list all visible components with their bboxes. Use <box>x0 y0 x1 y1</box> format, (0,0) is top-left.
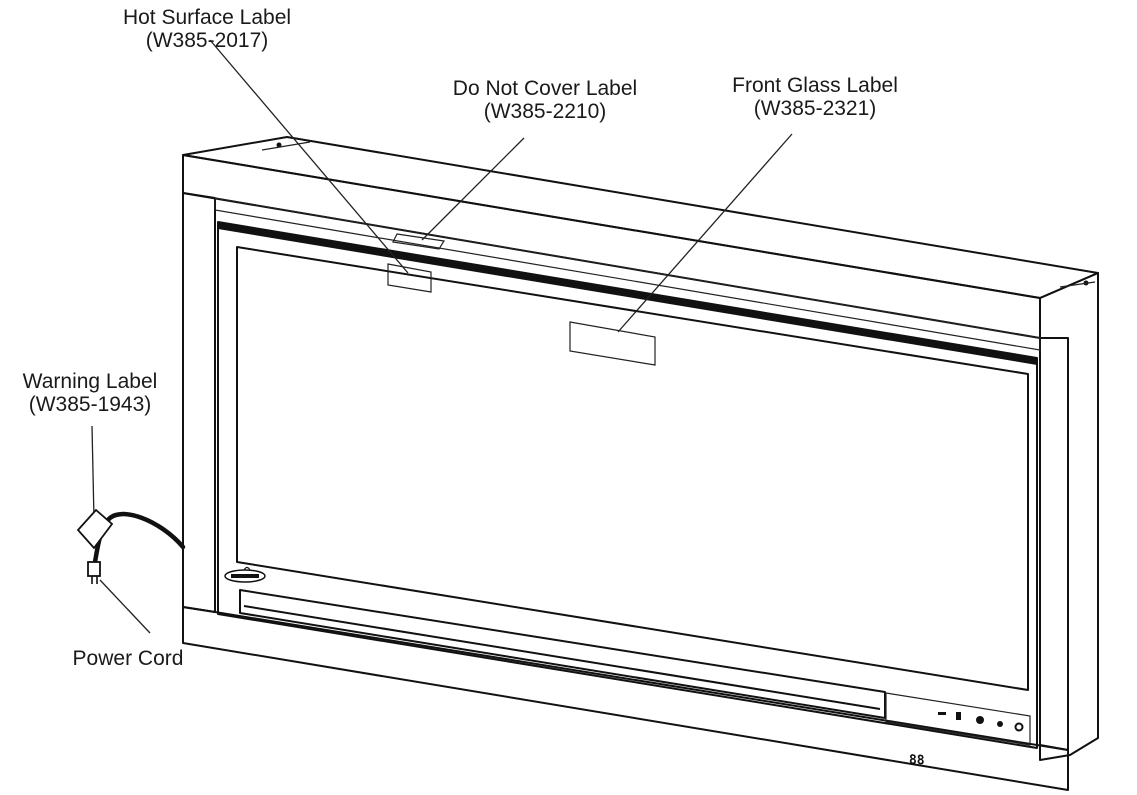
vent-line <box>243 605 881 710</box>
control-flame-icon <box>956 712 961 720</box>
control-heat-icon <box>997 721 1003 727</box>
callout-power-cord-name: Power Cord <box>72 647 184 670</box>
front-top-bar <box>182 154 1041 339</box>
brand-logo <box>224 566 266 583</box>
callout-do-not-cover-part: (W385-2210) <box>483 100 607 123</box>
callout-front-glass: Front Glass Label (W385-2321) <box>690 74 940 120</box>
callout-front-glass-name: Front Glass Label <box>732 74 898 97</box>
control-power-icon <box>976 716 984 724</box>
callout-hot-surface-name: Hot Surface Label <box>122 6 292 29</box>
warning-tag <box>76 508 114 550</box>
control-light-icon <box>1014 722 1024 732</box>
control-minus-icon <box>938 712 946 715</box>
leader-front-glass <box>617 133 793 333</box>
front-glass-label-patch <box>569 321 656 366</box>
callout-hot-surface-part: (W385-2017) <box>145 29 269 52</box>
firebox-top-edge <box>218 222 1037 365</box>
callout-do-not-cover: Do Not Cover Label (W385-2210) <box>410 77 680 123</box>
callout-hot-surface: Hot Surface Label (W385-2017) <box>82 6 332 52</box>
box-top-surface <box>182 136 1099 299</box>
plug-icon <box>87 561 101 584</box>
callout-warning: Warning Label (W385-1943) <box>0 370 180 416</box>
screw-hole <box>276 142 282 148</box>
control-panel <box>885 692 1031 746</box>
front-left-post <box>182 192 216 613</box>
front-bottom-bar <box>182 606 1069 791</box>
leader-do-not-cover <box>421 137 525 241</box>
callout-warning-part: (W385-1943) <box>28 393 152 416</box>
callout-power-cord: Power Cord <box>48 647 208 670</box>
leader-power-cord <box>99 579 151 634</box>
hot-surface-label-patch <box>387 263 432 293</box>
control-display: 88 <box>909 753 925 769</box>
leader-warning <box>91 425 95 521</box>
firebox-unit <box>217 221 1038 749</box>
bottom-vent-strip <box>239 589 886 719</box>
viewing-glass <box>236 246 1029 691</box>
top-bracket-line <box>261 141 311 151</box>
do-not-cover-label-patch <box>392 233 445 250</box>
inner-recess <box>214 197 1041 351</box>
callout-warning-name: Warning Label <box>22 370 158 393</box>
leader-hot-surface <box>209 39 409 274</box>
front-right-post <box>1039 337 1069 751</box>
callout-do-not-cover-name: Do Not Cover Label <box>452 77 638 100</box>
callout-front-glass-part: (W385-2321) <box>753 97 877 120</box>
top-bracket-line <box>1059 281 1096 288</box>
